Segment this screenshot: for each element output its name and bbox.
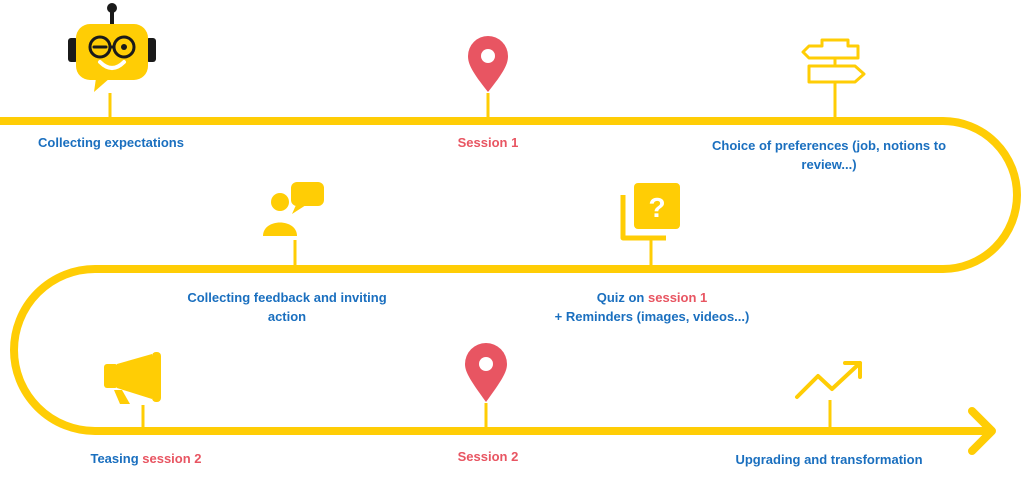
quiz-label-line-1: Quiz on session 1	[530, 288, 774, 307]
teasing-label-prefix: Teasing	[90, 451, 143, 466]
quiz-label-line-2: + Reminders (images, videos...)	[554, 309, 750, 324]
svg-text:?: ?	[648, 192, 665, 223]
map-pin-icon	[465, 343, 507, 402]
step-label-session-1: Session 1	[457, 135, 519, 150]
robot-chatbot-icon	[68, 3, 156, 92]
quiz-question-cards-icon: ?	[620, 183, 680, 241]
step-label-session-2: Session 2	[457, 449, 519, 464]
quiz-label-prefix: Quiz on	[596, 290, 648, 305]
step-label-choice-of-preferences: Choice of preferences (job, notions to r…	[711, 138, 947, 172]
trend-up-arrow-icon	[795, 361, 862, 399]
step-label-upgrading: Upgrading and transformation	[735, 452, 923, 467]
journey-road	[0, 117, 1021, 435]
person-speech-bubble-icon	[263, 182, 324, 236]
road-arrowhead-icon	[968, 407, 996, 455]
signpost-icon	[801, 38, 866, 90]
map-pin-icon	[468, 36, 508, 92]
quiz-label-highlight: session 1	[648, 290, 708, 305]
megaphone-icon	[104, 352, 161, 404]
teasing-label-highlight: session 2	[142, 451, 202, 466]
step-label-collecting-feedback: Collecting feedback and inviting action	[187, 290, 387, 324]
step-label-quiz: Quiz on session 1 + Reminders (images, v…	[530, 288, 774, 326]
step-label-collecting-expectations: Collecting expectations	[38, 135, 184, 150]
step-label-teasing: Teasing session 2	[60, 449, 232, 468]
step-connectors	[108, 88, 837, 430]
